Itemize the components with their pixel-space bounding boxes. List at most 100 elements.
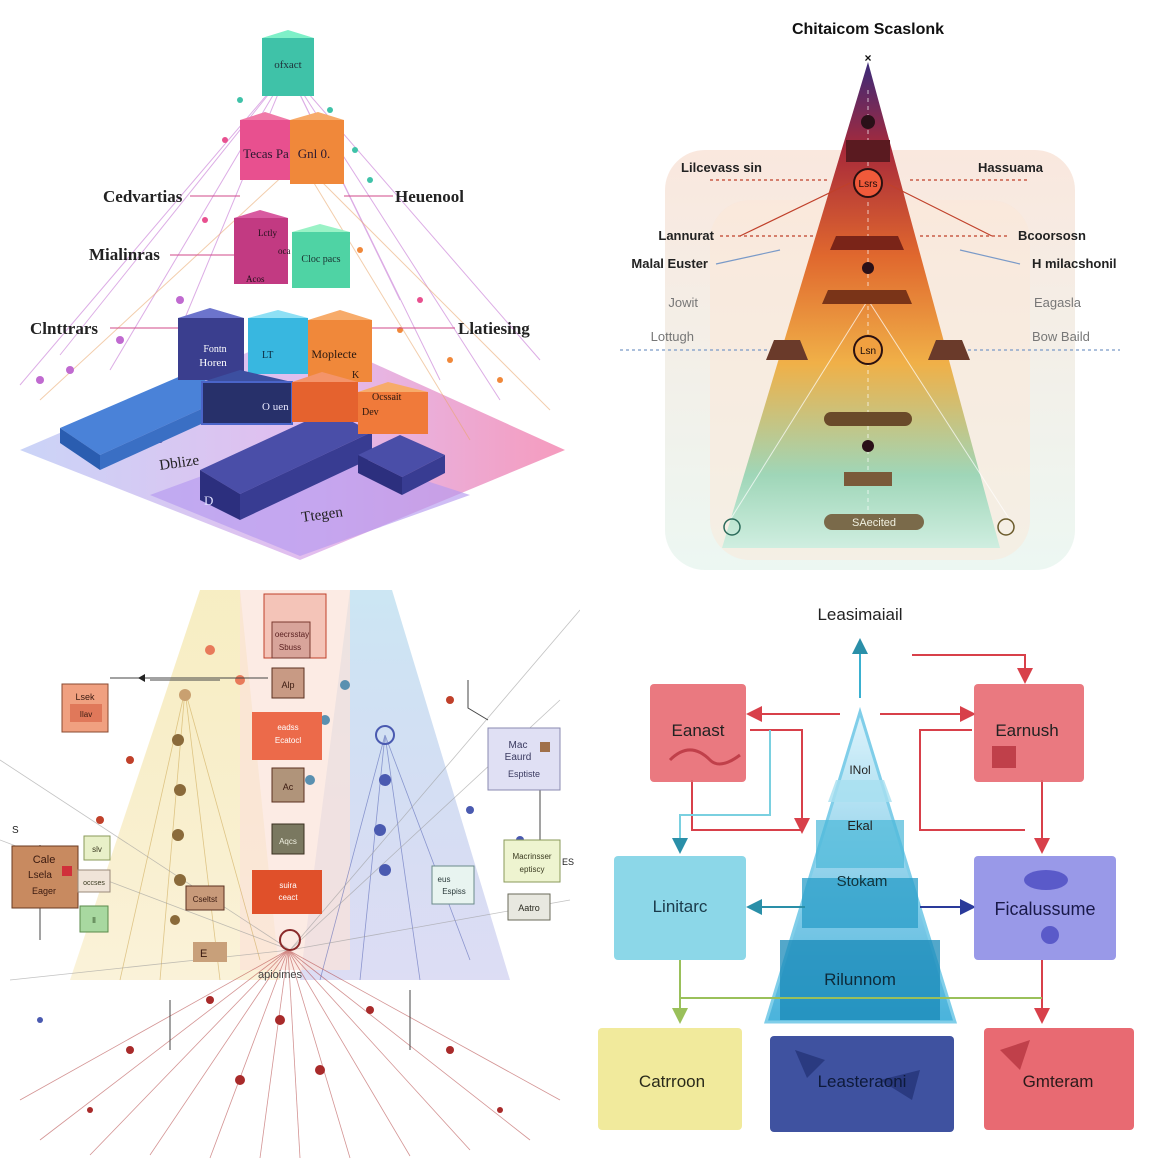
right-low-label: Aatro — [518, 903, 540, 913]
panel-flow-diagram: Leasimaiail INol Ekal Stokam Rilunnom — [580, 580, 1160, 1160]
pyramid-left-4: Jowit — [668, 295, 698, 310]
center-box-d-label: Aqcs — [279, 837, 297, 846]
right-low-box — [507, 893, 551, 921]
left-small-2 — [77, 869, 111, 893]
right-mid-line2: eptiscy — [520, 865, 545, 874]
panel-particle-tree: oecrsstay Sbuss Alp eadss Ecatocl Ac Aqc… — [0, 580, 580, 1160]
center-box-f-label: Cseltst — [193, 895, 218, 904]
flow-box-tl — [650, 684, 746, 782]
left-mid-box — [11, 845, 79, 909]
floor-label-3: D — [204, 493, 213, 508]
center-box-a-label: Alp — [281, 680, 294, 690]
pyramid-left-5: Lottugh — [651, 329, 694, 344]
blue-slab — [60, 372, 232, 470]
center-box-e — [252, 870, 322, 914]
right-top-box — [487, 727, 561, 791]
flow-title: Leasimaiail — [817, 605, 902, 624]
base-box-label: SAecited — [852, 517, 896, 529]
yellow-column — [70, 590, 280, 980]
cube-green-label: Cloc pacs — [301, 254, 340, 265]
center-box-c — [271, 767, 305, 803]
center-box-g-label: E — [200, 948, 207, 960]
flow-box-bl — [598, 1028, 742, 1130]
right-label-2: Llatiesing — [458, 319, 530, 338]
flow-box-ml — [614, 856, 746, 960]
center-box-d — [271, 823, 305, 855]
pyramid-right-1: Hassuama — [978, 160, 1044, 175]
flow-box-tl-label: Eanast — [672, 721, 725, 740]
center-box-g — [193, 942, 227, 962]
floor-label-2: Ttegen — [300, 504, 344, 526]
pyramid-left-3: Malal Euster — [631, 256, 708, 271]
flow-box-tr-label: Earnush — [995, 721, 1058, 740]
cube-cyan — [248, 310, 308, 374]
left-small-3 — [79, 905, 109, 933]
right-marker: ES — [562, 857, 574, 867]
right-small-line1: eus — [438, 875, 451, 884]
flow-box-bm-label: Leasteraoni — [818, 1072, 907, 1091]
center-box-e-line1: suira — [279, 881, 297, 890]
right-top-line2: Eaurd — [505, 752, 532, 763]
tier-2-label: Ekal — [847, 818, 872, 833]
tier-4-label: Rilunnom — [824, 970, 896, 989]
panel-gradient-pyramid: Lsrs Lsn SAecited Chitaicom Scaslonk × L… — [580, 0, 1160, 580]
left-mid-line3: Eager — [32, 886, 56, 896]
flow-box-bl-label: Catrroon — [639, 1072, 705, 1091]
left-label-3: Clnttrars — [30, 319, 98, 338]
cube-blue — [178, 308, 244, 380]
cube-orange-small — [292, 372, 358, 422]
right-small-box — [431, 865, 475, 905]
pyramid-right-2: Bcoorsosn — [1018, 228, 1086, 243]
pyramid-right-4: Eagasla — [1034, 295, 1082, 310]
right-mid-line1: Macrinsser — [512, 852, 551, 861]
center-box-f — [185, 885, 225, 911]
box-dark — [201, 370, 293, 425]
cube-cyan-label: LT — [262, 350, 273, 361]
panel-isometric-stack: ofxact Tecas Pa Gnl 0. Lctly oca Acos — [0, 0, 580, 580]
cube-pink — [240, 112, 290, 180]
flow-box-mr-label: Ficalussume — [994, 899, 1095, 919]
flow-box-mr — [974, 856, 1116, 960]
left-small-1-label: slv — [92, 845, 102, 854]
left-small-3-label: ll — [92, 916, 96, 925]
particle-dots — [37, 645, 524, 1113]
left-top-line2: Ilav — [80, 710, 92, 719]
cube-blue-line2: Horen — [199, 357, 227, 369]
pyramid-right-3: H milacshonil — [1032, 256, 1117, 271]
center-box-c-label: Ac — [283, 782, 294, 792]
node-mid — [853, 335, 883, 365]
node-top — [853, 168, 883, 198]
pyramid — [722, 62, 1000, 548]
mid-pink-line3: Acos — [246, 274, 265, 284]
center-box-b-line2: Ecatocl — [275, 736, 301, 745]
cube-top — [262, 30, 314, 96]
navy-slab — [200, 410, 372, 520]
center-box-e-line2: ceact — [278, 893, 298, 902]
floor-label-1: Dblize — [158, 453, 200, 474]
left-small-1 — [83, 835, 111, 861]
center-top-line1: oecrsstay — [275, 630, 309, 639]
cube-orange-small2 — [358, 382, 428, 434]
tier-1-label: INol — [849, 763, 870, 777]
left-label-2: Mialinras — [89, 245, 160, 264]
center-box-b — [252, 712, 322, 760]
cube-orange-mid-label: Moplecte — [311, 347, 356, 361]
node-mid-label: Lsn — [860, 346, 876, 357]
flow-box-br — [984, 1028, 1134, 1130]
box-dark-label: O uen — [262, 401, 289, 413]
navy-block — [358, 435, 445, 495]
cube-orange-mid — [308, 310, 372, 382]
cube-pink-label: Tecas Pa — [243, 146, 289, 161]
left-label-1: Cedvartias — [103, 187, 183, 206]
pyramid-right-5: Bow Baild — [1032, 329, 1090, 344]
mid-pink-line2: oca — [278, 246, 291, 256]
right-top-line3: Esptiste — [508, 769, 540, 779]
mid-pink-line1: Lctly — [258, 228, 277, 238]
orange-small-line2: Dev — [362, 407, 379, 418]
pyramid-markers — [766, 115, 970, 486]
cube-orange-mid-label2: K — [352, 370, 360, 381]
left-top-line1: Lsek — [75, 692, 95, 702]
left-small-2-label: occses — [83, 880, 105, 887]
left-mid-line2: Lsela — [28, 870, 52, 881]
